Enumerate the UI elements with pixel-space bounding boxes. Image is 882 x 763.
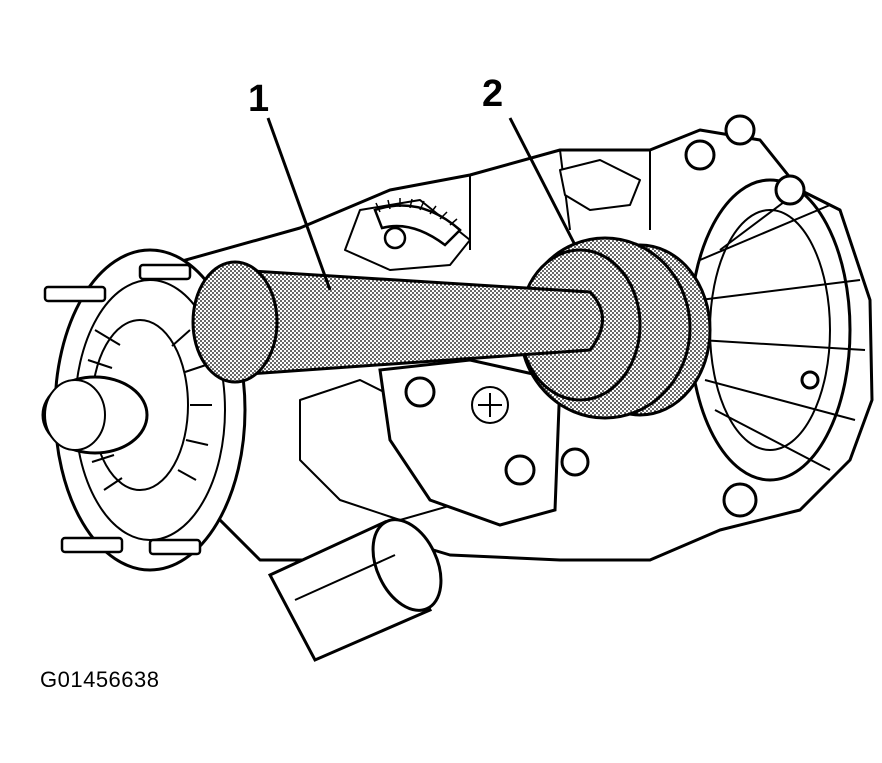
sector-gear [373,198,462,250]
driver-handle-tool [191,260,604,384]
leader-line-2 [508,117,577,246]
leader-line-1 [266,117,332,291]
socket-cylinder [267,518,443,662]
callout-2: 2 [482,73,504,115]
mounting-studs [43,263,202,556]
callout-1: 1 [248,78,270,120]
mounting-bracket [378,358,590,527]
rear-housing [684,114,866,518]
leader-lines [266,117,577,291]
figure-id: G01456638 [40,667,160,692]
